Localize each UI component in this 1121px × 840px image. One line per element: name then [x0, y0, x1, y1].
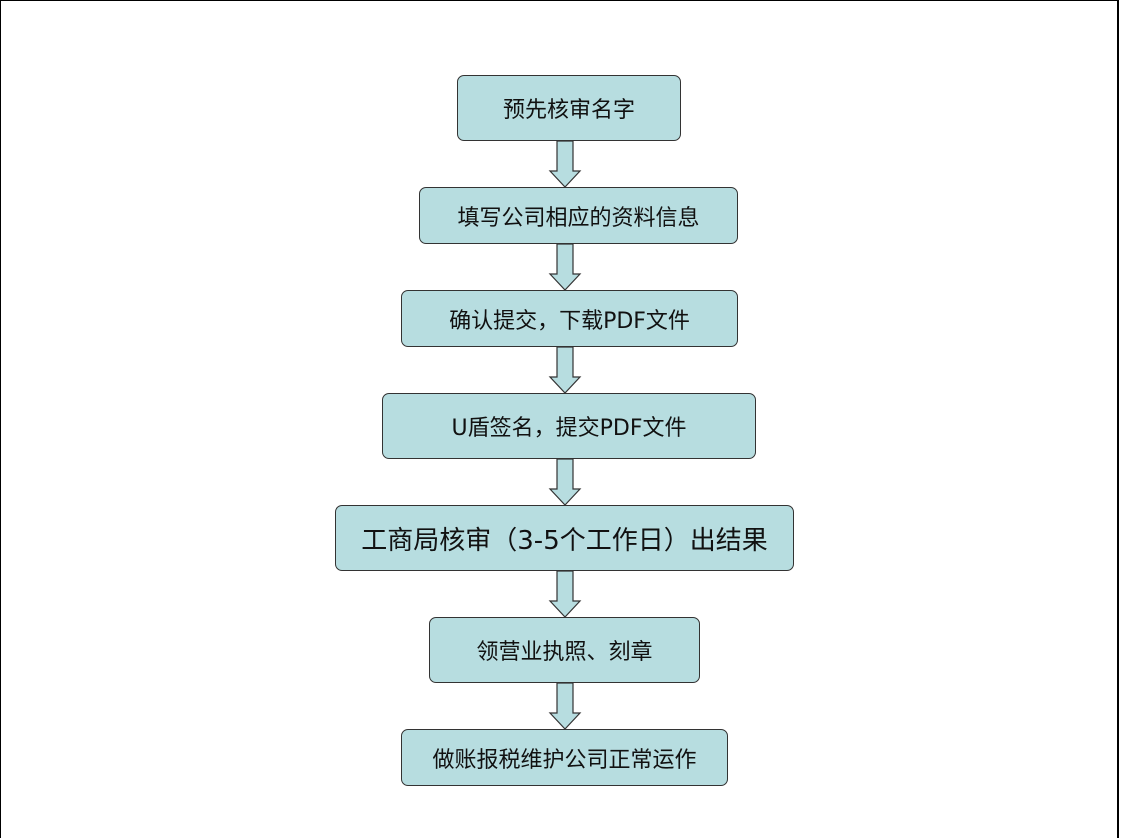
arrow-down-icon — [548, 683, 582, 730]
arrow-down-icon — [548, 571, 582, 618]
step-6-box: 领营业执照、刻章 — [429, 617, 700, 683]
step-2-label: 填写公司相应的资料信息 — [457, 205, 700, 231]
step-2-box: 填写公司相应的资料信息 — [419, 187, 738, 244]
arrow-down-icon — [548, 347, 582, 394]
arrow-down-icon — [548, 244, 582, 291]
step-7-box: 做账报税维护公司正常运作 — [401, 729, 728, 786]
arrow-down-icon — [548, 459, 582, 506]
step-3-label: 确认提交，下载PDF文件 — [449, 308, 690, 334]
step-4-box: U盾签名，提交PDF文件 — [382, 393, 756, 459]
arrow-down-icon — [548, 141, 582, 188]
step-1-label: 预先核审名字 — [502, 98, 635, 123]
step-6-label: 领营业执照、刻章 — [476, 640, 653, 665]
step-4-label: U盾签名，提交PDF文件 — [451, 416, 687, 441]
step-1-box: 预先核审名字 — [457, 75, 681, 141]
step-7-label: 做账报税维护公司正常运作 — [432, 747, 697, 773]
step-5-label: 工商局核审（3-5个工作日）出结果 — [361, 525, 768, 556]
step-5-box: 工商局核审（3-5个工作日）出结果 — [335, 505, 794, 571]
step-3-box: 确认提交，下载PDF文件 — [401, 290, 738, 347]
